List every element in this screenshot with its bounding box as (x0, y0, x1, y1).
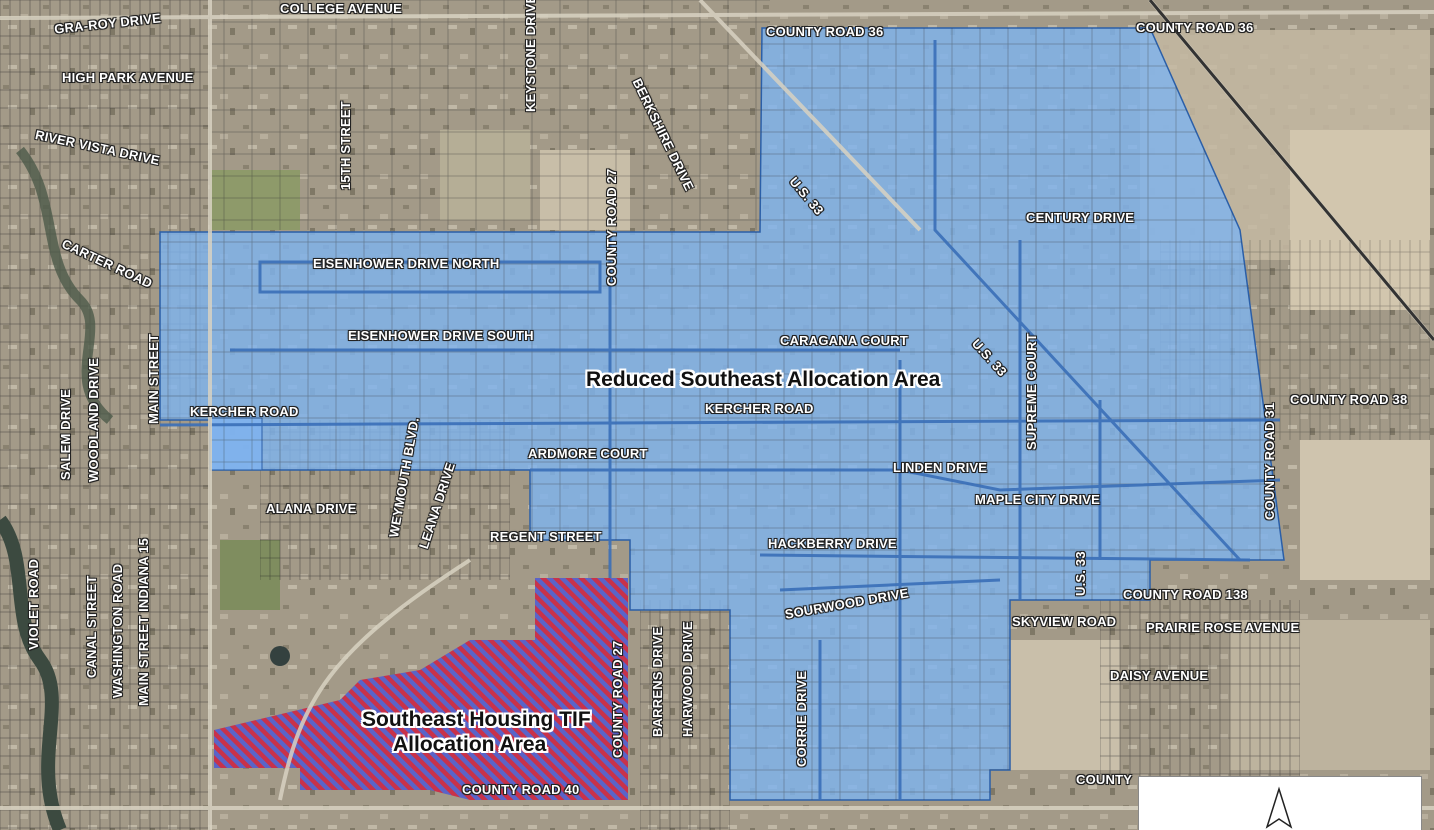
road-label-high-park-avenue: HIGH PARK AVENUE (62, 70, 194, 85)
road-label-keystone-drive: KEYSTONE DRIVE (523, 0, 538, 112)
road-label-caragana-court: CARAGANA COURT (780, 333, 908, 348)
road-label-main-street-indiana-15: MAIN STREET INDIANA 15 (136, 538, 151, 706)
north-arrow-icon (1265, 786, 1293, 829)
road-label-college-avenue: COLLEGE AVENUE (280, 1, 402, 16)
road-label-maple-city-drive: MAPLE CITY DRIVE (975, 492, 1101, 507)
road-label-county-road-27-b: COUNTY ROAD 27 (610, 640, 625, 758)
road-label-county-partial: COUNTY (1076, 772, 1133, 787)
road-label-eisenhower-north: EISENHOWER DRIVE NORTH (313, 256, 500, 271)
housing-tif-label-line1: Southeast Housing TIF (362, 708, 591, 731)
road-label-corrie-drive: CORRIE DRIVE (794, 670, 809, 767)
road-label-prairie-rose-avenue: PRAIRIE ROSE AVENUE (1146, 620, 1300, 635)
road-label-county-road-36-b: COUNTY ROAD 36 (1136, 20, 1254, 35)
road-label-main-street: MAIN STREET (146, 333, 161, 424)
road-label-county-road-31: COUNTY ROAD 31 (1262, 402, 1277, 520)
road-label-county-road-38: COUNTY ROAD 38 (1290, 392, 1408, 407)
reduced-southeast-allocation-area-label: Reduced Southeast Allocation Area (586, 368, 941, 391)
road-label-canal-street: CANAL STREET (84, 575, 99, 678)
housing-tif-label-line2: Allocation Area (393, 733, 547, 756)
road-label-kercher-road-b: KERCHER ROAD (705, 401, 814, 416)
road-label-skyview-road: SKYVIEW ROAD (1012, 614, 1117, 629)
road-label-woodland-drive: WOODLAND DRIVE (86, 357, 101, 482)
road-label-washington-road: WASHINGTON ROAD (110, 563, 125, 698)
road-label-alana-drive: ALANA DRIVE (266, 501, 357, 516)
road-label-fifteenth-street: 15TH STREET (338, 101, 353, 190)
road-label-century-drive: CENTURY DRIVE (1026, 210, 1135, 225)
road-label-ardmore-court: ARDMORE COURT (528, 446, 648, 461)
road-label-daisy-avenue: DAISY AVENUE (1110, 668, 1209, 683)
road-label-eisenhower-south: EISENHOWER DRIVE SOUTH (348, 328, 534, 343)
road-label-violet-road: VIOLET ROAD (26, 558, 41, 650)
road-label-us33-c: U.S. 33 (1073, 551, 1088, 596)
road-label-hackberry-drive: HACKBERRY DRIVE (768, 536, 897, 551)
road-label-supreme-court: SUPREME COURT (1024, 333, 1039, 450)
road-label-regent-street: REGENT STREET (490, 529, 602, 544)
road-label-harwood-drive: HARWOOD DRIVE (680, 621, 695, 737)
north-arrow-box (1138, 776, 1422, 830)
road-label-county-road-40: COUNTY ROAD 40 (462, 782, 580, 797)
southeast-housing-tif-allocation-area (214, 578, 628, 800)
road-label-county-road-27-a: COUNTY ROAD 27 (604, 168, 619, 286)
road-label-linden-drive: LINDEN DRIVE (893, 460, 988, 475)
road-label-salem-drive: SALEM DRIVE (58, 388, 73, 480)
road-label-kercher-road-a: KERCHER ROAD (190, 404, 299, 419)
road-label-county-road-36-a: COUNTY ROAD 36 (766, 24, 884, 39)
road-label-barrens-drive: BARRENS DRIVE (650, 626, 665, 737)
road-label-county-road-138: COUNTY ROAD 138 (1123, 587, 1248, 602)
